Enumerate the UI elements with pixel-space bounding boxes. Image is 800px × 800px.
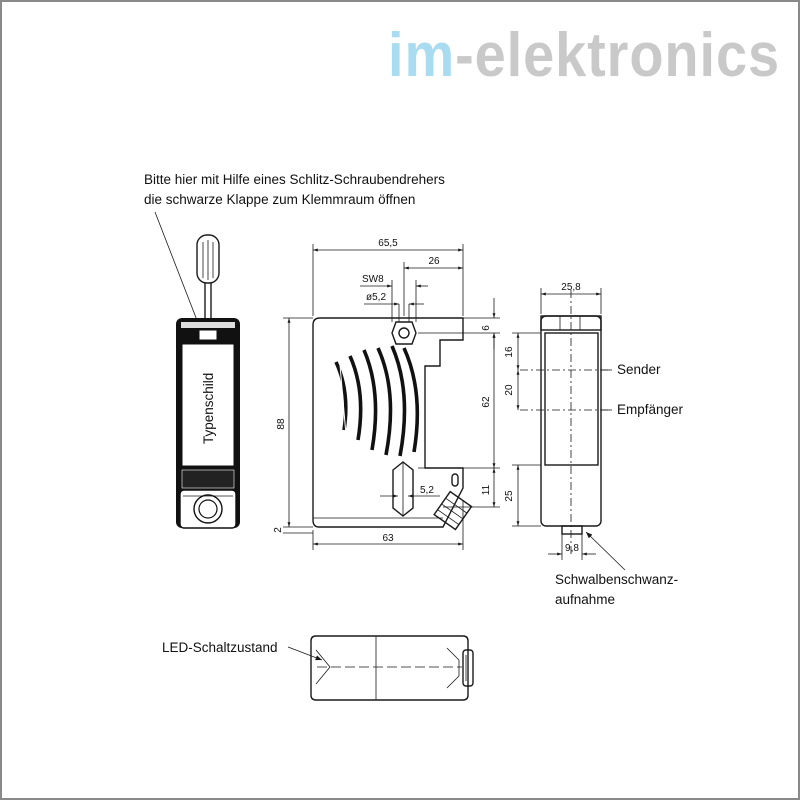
dim-16: 16 [504, 346, 515, 358]
type-label-area [181, 343, 235, 467]
top-body-outline [310, 635, 469, 701]
front-view [176, 234, 240, 529]
dim-width-bottom: 63 [382, 533, 394, 544]
side-view [312, 317, 473, 531]
upper-mount-hole [391, 321, 417, 345]
dim-11: 11 [481, 484, 492, 495]
logo-rest: -elektronics [455, 21, 780, 90]
sender-label: Sender [617, 362, 661, 377]
optics-dimensions [512, 288, 626, 571]
led-label: LED-Schaltzustand [162, 640, 278, 655]
dim-9-8: 9,8 [565, 543, 579, 554]
empfaenger-label: Empfänger [617, 402, 684, 417]
side-body-outline [312, 317, 464, 528]
dim-25-8: 25,8 [561, 282, 581, 293]
optics-view [520, 290, 610, 556]
dim-88: 88 [276, 418, 287, 430]
lens-window [544, 332, 599, 466]
dim-6: 6 [481, 325, 492, 331]
side-dimensions [283, 244, 500, 550]
dim-25: 25 [504, 490, 515, 502]
dim-2: 2 [273, 527, 284, 533]
brand-logo: im-elektronics [388, 21, 780, 90]
dim-d52-top: ø5,2 [366, 292, 386, 303]
dim-20: 20 [504, 384, 515, 396]
svg-text:im-elektronics: im-elektronics [388, 21, 780, 90]
instruction-line-1: Bitte hier mit Hilfe eines Schlitz-Schra… [144, 172, 445, 187]
dim-d52-bottom: 5,2 [420, 485, 434, 496]
typenschild-label: Typenschild [201, 373, 216, 444]
logo-im: im [388, 21, 455, 90]
instruction-line-2: die schwarze Klappe zum Klemmraum öffnen [144, 192, 415, 207]
dim-sw8: SW8 [362, 274, 384, 285]
top-view [287, 635, 474, 701]
schwalben-label-1: Schwalbenschwanz- [555, 572, 678, 587]
dim-width-top: 65,5 [378, 238, 398, 249]
instruction-leader [154, 211, 201, 329]
dim-62: 62 [481, 396, 492, 408]
schwalben-label-2: aufnahme [555, 592, 615, 607]
dim-26: 26 [428, 256, 440, 267]
screwdriver-handle [196, 234, 220, 284]
